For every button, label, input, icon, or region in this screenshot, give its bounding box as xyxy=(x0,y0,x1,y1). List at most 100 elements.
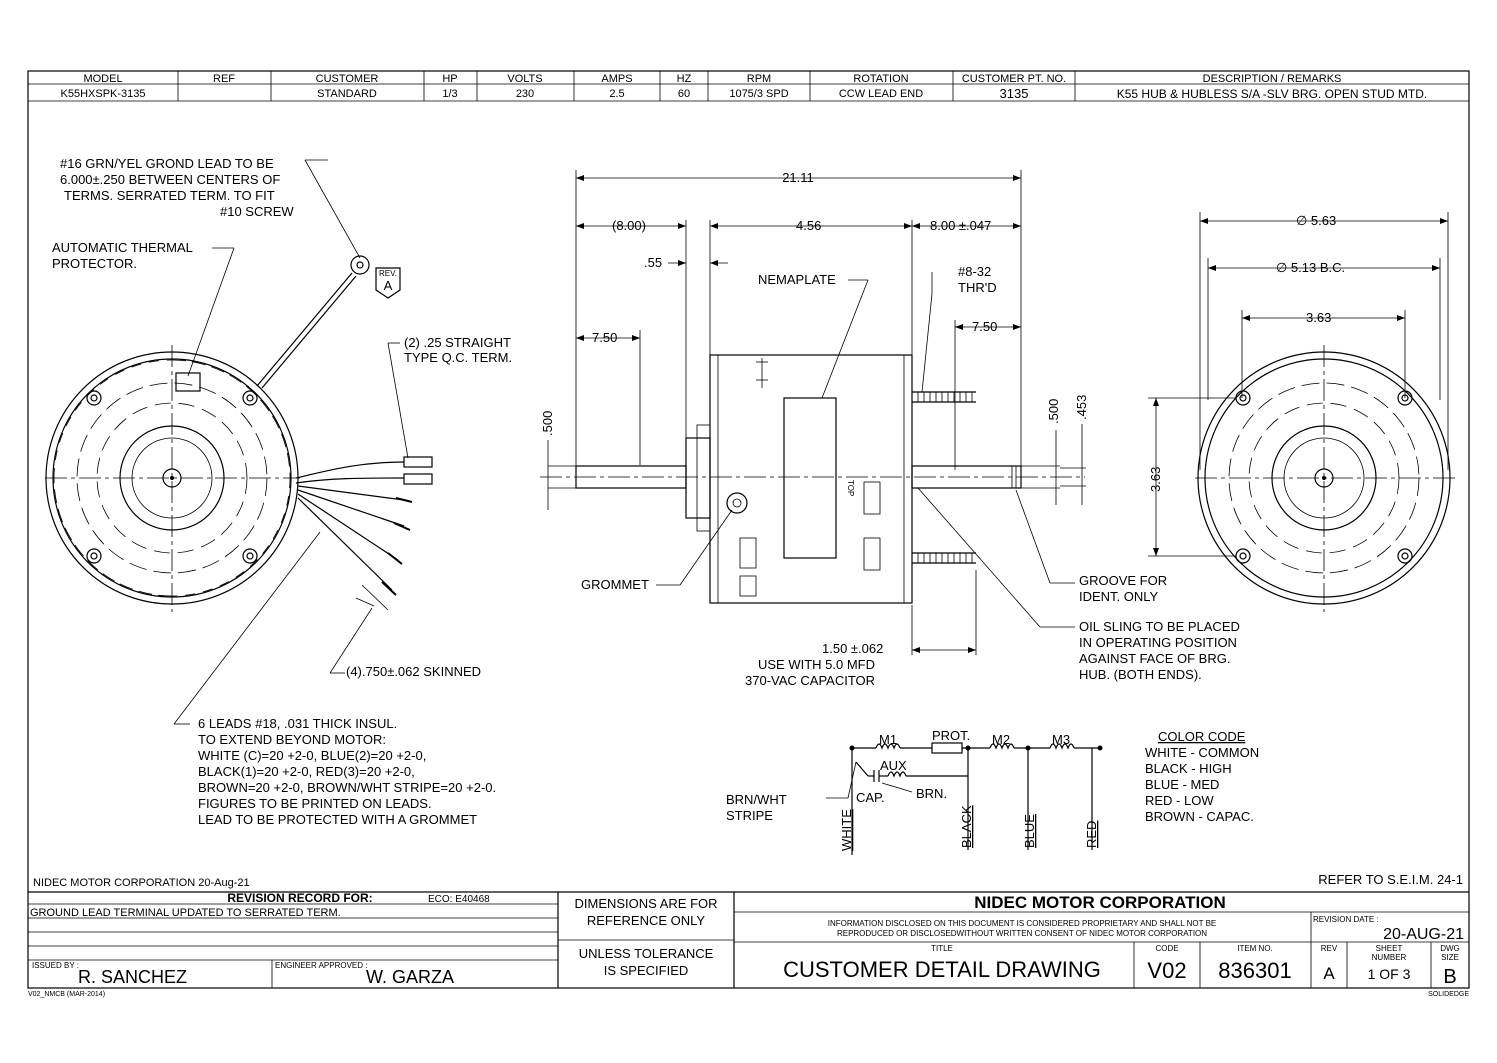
tolerance-1: UNLESS TOLERANCE xyxy=(579,946,714,961)
tolerance-2: IS SPECIFIED xyxy=(604,963,689,978)
dim-shaft-left: 7.50 xyxy=(592,330,617,345)
label-oil-3: AGAINST FACE OF BRG. xyxy=(1079,651,1230,666)
company-date: NIDEC MOTOR CORPORATION 20-Aug-21 xyxy=(33,877,250,889)
sch-red: RED xyxy=(1084,821,1099,848)
color-code-red: RED - LOW xyxy=(1145,793,1214,808)
rev-tag-letter: A xyxy=(384,278,393,293)
val-hp: 1/3 xyxy=(442,88,457,100)
color-code-blue: BLUE - MED xyxy=(1145,777,1219,792)
sheet-number: 1 OF 3 xyxy=(1368,966,1411,982)
top-mark: TOP xyxy=(846,480,855,496)
issued-by-label: ISSUED BY : xyxy=(32,961,79,970)
sch-brn: BRN. xyxy=(916,786,947,801)
sch-cap: CAP. xyxy=(856,790,885,805)
color-code-white: WHITE - COMMON xyxy=(1145,745,1259,760)
sch-prot: PROT. xyxy=(932,728,970,743)
val-model: K55HXSPK-3135 xyxy=(61,88,146,100)
color-code-title: COLOR CODE xyxy=(1158,729,1246,744)
note-leads-6: FIGURES TO BE PRINTED ON LEADS. xyxy=(198,796,432,811)
dims-ref-1: DIMENSIONS ARE FOR xyxy=(574,896,717,911)
val-rotation: CCW LEAD END xyxy=(839,88,923,100)
val-customer: STANDARD xyxy=(317,88,377,100)
sch-aux: AUX xyxy=(880,758,907,773)
rev-tag-label: REV. xyxy=(379,269,397,278)
rev-date: 20-AUG-21 xyxy=(1383,926,1464,943)
engineer-label: ENGINEER APPROVED : xyxy=(275,961,367,970)
sch-m2: M2 xyxy=(992,732,1010,747)
item-number: 836301 xyxy=(1218,958,1291,983)
motor-leads xyxy=(295,456,433,611)
title-block xyxy=(28,891,1469,988)
hdr-volts: VOLTS xyxy=(507,73,542,85)
val-customer-pt-no: 3135 xyxy=(1000,86,1029,101)
dim-500-right: .500 xyxy=(1046,399,1061,424)
hdr-model: MODEL xyxy=(83,73,122,85)
dim-453: .453 xyxy=(1074,395,1089,420)
label-groove-2: IDENT. ONLY xyxy=(1079,589,1159,604)
note-thermal-1: AUTOMATIC THERMAL xyxy=(52,240,193,255)
proprietary-1: INFORMATION DISCLOSED ON THIS DOCUMENT I… xyxy=(828,919,1217,928)
wiring-schematic xyxy=(826,742,1103,855)
dim-bolt-circle: ∅ 5.13 B.C. xyxy=(1276,260,1345,275)
val-hz: 60 xyxy=(678,88,690,100)
label-oil-2: IN OPERATING POSITION xyxy=(1079,635,1237,650)
val-description: K55 HUB & HUBLESS S/A -SLV BRG. OPEN STU… xyxy=(1117,87,1428,101)
sheet-label-1: SHEET xyxy=(1376,944,1403,953)
dwg-size: B xyxy=(1443,966,1456,988)
dim-right-ext: 8.00 ±.047 xyxy=(930,218,991,233)
dwg-label-2: SIZE xyxy=(1441,953,1459,962)
engineer: W. GARZA xyxy=(366,967,454,987)
rev-label: REV xyxy=(1321,944,1338,953)
dim-stud: 1.50 ±.062 xyxy=(822,641,883,656)
sheet-label-2: NUMBER xyxy=(1372,953,1407,962)
hdr-customer: CUSTOMER xyxy=(316,73,379,85)
color-code-black: BLACK - HIGH xyxy=(1145,761,1232,776)
note-ground-4: #10 SCREW xyxy=(220,204,294,219)
note-leads-2: TO EXTEND BEYOND MOTOR: xyxy=(198,732,386,747)
val-amps: 2.5 xyxy=(609,88,624,100)
opposite-end-view xyxy=(1148,212,1455,612)
note-leads-4: BLACK(1)=20 +2-0, RED(3)=20 +2-0, xyxy=(198,764,415,779)
sch-blue: BLUE xyxy=(1022,814,1037,848)
rev-value: A xyxy=(1323,964,1335,983)
note-skinned: (4).750±.062 SKINNED xyxy=(346,664,481,679)
label-grommet: GROMMET xyxy=(581,577,649,592)
header-table: MODEL REF CUSTOMER HP VOLTS AMPS HZ RPM … xyxy=(28,71,1469,102)
sheet-border xyxy=(27,70,1470,989)
sch-brn-wht-2: STRIPE xyxy=(726,808,773,823)
code-label: CODE xyxy=(1155,944,1178,953)
hdr-hp: HP xyxy=(442,73,457,85)
note-leads-5: BROWN=20 +2-0, BROWN/WHT STRIPE=20 +2-0. xyxy=(198,780,496,795)
dim-diameter: ∅ 5.63 xyxy=(1296,213,1336,228)
note-thermal-2: PROTECTOR. xyxy=(52,256,137,271)
label-thread-2: THR'D xyxy=(958,280,997,295)
sch-brn-wht-1: BRN/WHT xyxy=(726,792,787,807)
hdr-amps: AMPS xyxy=(601,73,632,85)
proprietary-2: REPRODUCED OR DISCLOSEDWITHOUT WRITTEN C… xyxy=(837,929,1207,938)
dim-vertical: 3.63 xyxy=(1148,467,1163,492)
label-oil-4: HUB. (BOTH ENDS). xyxy=(1079,667,1202,682)
dim-body: 4.56 xyxy=(796,218,821,233)
dim-overall: 21.11 xyxy=(782,170,814,185)
dim-500-left: .500 xyxy=(540,411,555,436)
note-leads-3: WHITE (C)=20 +2-0, BLUE(2)=20 +2-0, xyxy=(198,748,426,763)
note-leads-1: 6 LEADS #18, .031 THICK INSUL. xyxy=(198,716,397,731)
dim-left-ext: (8.00) xyxy=(612,218,646,233)
label-nameplate: NEMAPLATE xyxy=(758,272,836,287)
val-rpm: 1075/3 SPD xyxy=(729,88,788,100)
hdr-hz: HZ xyxy=(677,73,692,85)
dwg-label-1: DWG xyxy=(1440,944,1460,953)
note-ground-2: 6.000±.250 BETWEEN CENTERS OF xyxy=(60,172,280,187)
dim-shoulder: .55 xyxy=(644,255,662,270)
lead-end-view xyxy=(45,345,300,612)
color-code-brown: BROWN - CAPAC. xyxy=(1145,809,1254,824)
title-label: TITLE xyxy=(931,944,953,953)
val-volts: 230 xyxy=(516,88,534,100)
ground-lead xyxy=(256,159,370,389)
hdr-rpm: RPM xyxy=(747,73,771,85)
eco-number: ECO: E40468 xyxy=(428,894,490,905)
sch-black: BLACK xyxy=(959,805,974,848)
company-name: NIDEC MOTOR CORPORATION xyxy=(974,893,1226,912)
